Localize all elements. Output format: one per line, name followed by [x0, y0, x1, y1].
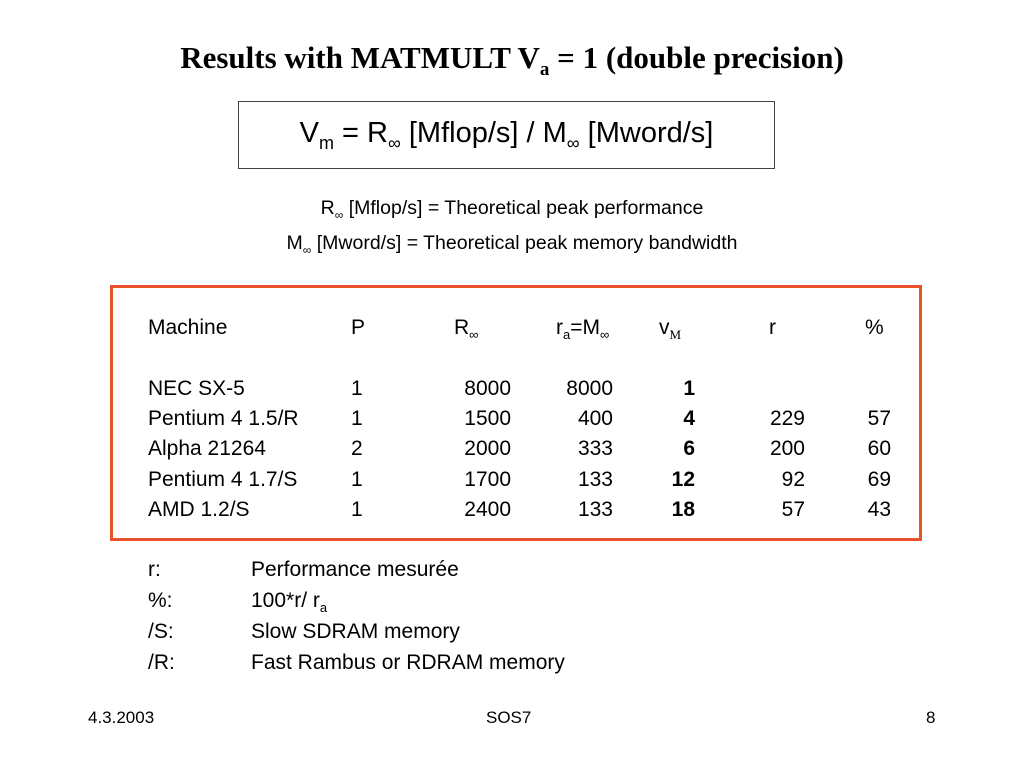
footer-date: 4.3.2003	[88, 708, 155, 727]
legend-value-text: Fast Rambus or RDRAM memory	[251, 651, 565, 674]
cell-ra: 8000	[566, 377, 613, 400]
cell-machine: Pentium 4 1.7/S	[148, 468, 298, 491]
formula-vm-sub: m	[318, 132, 334, 153]
footer-center: SOS7	[486, 708, 532, 727]
legend-value: Performance mesurée	[251, 558, 459, 584]
title-text-rest: = 1 (double precision)	[549, 40, 844, 75]
cell-vm: 6	[683, 437, 695, 460]
cell-r: 200	[769, 437, 805, 460]
legend-value-text: 100*r/ r	[251, 589, 320, 612]
cell-r-inf: 2400	[464, 498, 511, 521]
header-vm: vM	[659, 316, 681, 347]
slide-title: Results with MATMULT Va = 1 (double prec…	[0, 40, 1024, 81]
cell-r-inf: 1700	[464, 468, 511, 491]
cell-vm: 12	[671, 468, 695, 491]
header-vm-label: v	[659, 316, 670, 339]
cell-r-inf: 2000	[464, 437, 511, 460]
def-inf: ∞	[334, 207, 344, 222]
legend-value: Fast Rambus or RDRAM memory	[251, 651, 565, 677]
cell-machine: NEC SX-5	[148, 377, 245, 400]
formula-vm: V	[299, 116, 319, 149]
legend-key: %:	[148, 589, 173, 612]
header-machine: Machine	[148, 316, 228, 339]
def-text: [Mflop/s] = Theoretical peak performance	[343, 197, 704, 219]
formula-eq: = R	[333, 116, 388, 149]
cell-ra: 333	[577, 437, 613, 460]
cell-r-inf: 8000	[464, 377, 511, 400]
formula-inf-2: ∞	[566, 132, 580, 153]
cell-p: 1	[351, 498, 363, 521]
formula: Vm = R∞ [Mflop/s] / M∞ [Mword/s]	[300, 117, 714, 154]
cell-vm: 1	[683, 377, 695, 400]
cell-pct: 60	[867, 437, 891, 460]
cell-p: 1	[351, 407, 363, 430]
cell-p: 1	[351, 468, 363, 491]
cell-machine: Alpha 21264	[148, 437, 266, 460]
cell-r: 92	[781, 468, 805, 491]
header-ra-label: r	[556, 316, 563, 339]
header-r-inf: R∞	[454, 316, 478, 347]
definition-m-inf: M∞ [Mword/s] = Theoretical peak memory b…	[0, 229, 1024, 264]
formula-m: M	[534, 116, 567, 149]
cell-machine: Pentium 4 1.5/R	[148, 407, 299, 430]
formula-inf: ∞	[387, 132, 401, 153]
formula-mflops: [Mflop/s]	[400, 116, 527, 149]
header-r: r	[769, 316, 776, 339]
cell-pct: 57	[867, 407, 891, 430]
formula-box: Vm = R∞ [Mflop/s] / M∞ [Mword/s]	[238, 101, 775, 169]
cell-ra: 133	[577, 498, 613, 521]
legend-key: /S:	[148, 620, 174, 643]
cell-pct: 43	[867, 498, 891, 521]
header-p: P	[351, 316, 366, 339]
cell-p: 1	[351, 377, 363, 400]
definitions: R∞ [Mflop/s] = Theoretical peak performa…	[0, 194, 1024, 264]
legend-key: /R:	[148, 651, 175, 674]
header-pct: %	[865, 316, 884, 339]
cell-ra: 133	[577, 468, 613, 491]
cell-r-inf: 1500	[464, 407, 511, 430]
results-table: Machine P R∞ ra=M∞ vM r % NEC SX-5 1 800…	[110, 285, 922, 541]
def-inf: ∞	[302, 242, 312, 257]
cell-pct: 69	[867, 468, 891, 491]
cell-r: 57	[781, 498, 805, 521]
cell-vm: 4	[683, 407, 695, 430]
legend-value-text: Performance mesurée	[251, 558, 459, 581]
formula-mwords: [Mword/s]	[579, 116, 714, 149]
footer-page-number: 8	[926, 708, 936, 727]
header-r-inf-label: R	[454, 316, 470, 339]
header-ra-inf: ∞	[600, 327, 610, 343]
header-ra: ra=M∞	[556, 316, 609, 347]
title-text: Results with MATMULT V	[180, 40, 540, 75]
cell-p: 2	[351, 437, 363, 460]
legend-value-sub: a	[319, 600, 328, 616]
def-symbol: R	[320, 197, 335, 219]
def-text: [Mword/s] = Theoretical peak memory band…	[311, 231, 738, 254]
cell-r: 229	[769, 407, 805, 430]
cell-vm: 18	[671, 498, 695, 521]
cell-ra: 400	[577, 407, 613, 430]
header-vm-sub: M	[669, 327, 682, 343]
legend-value: Slow SDRAM memory	[251, 620, 460, 646]
header-ra-sub: a	[563, 327, 571, 343]
title-subscript: a	[539, 59, 550, 81]
cell-machine: AMD 1.2/S	[148, 498, 250, 521]
legend-value: 100*r/ ra	[251, 589, 327, 615]
header-r-inf-sub: ∞	[469, 327, 479, 343]
header-ra-eq: =M	[570, 316, 600, 339]
legend-key: r:	[148, 558, 161, 581]
formula-div: /	[526, 116, 535, 149]
def-symbol: M	[286, 231, 303, 254]
definition-r-inf: R∞ [Mflop/s] = Theoretical peak performa…	[0, 194, 1024, 229]
legend-value-text: Slow SDRAM memory	[251, 620, 460, 643]
